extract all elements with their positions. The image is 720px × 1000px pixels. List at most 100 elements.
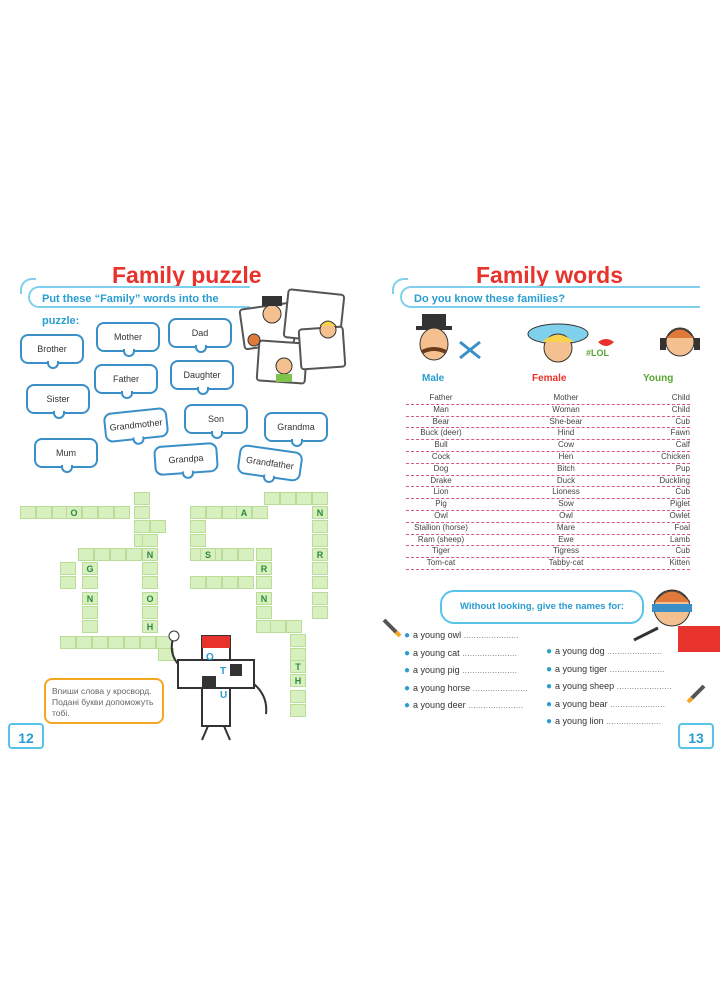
male-word: Bull [434,440,448,450]
question-text: a young sheep [555,681,615,691]
young-word: Duckling [659,475,690,485]
crossword-cell: N [312,506,328,519]
question-text: a young lion [555,716,604,726]
crossword-cell [114,506,130,519]
blindfolded-kid-icon [633,589,720,652]
crossword-cell [286,620,302,633]
crossword-cell [20,506,36,519]
female-word: Hen [558,452,574,461]
answer-blank[interactable]: ...................... [607,698,666,709]
page-number: 13 [678,723,714,749]
crossword-cell: G [82,562,98,575]
puzzle-piece: Grandmother [102,406,170,444]
female-word: Owl [559,511,573,520]
crossword-cell [256,576,272,589]
crossword-cell [312,534,328,547]
male-word: Dog [433,463,449,473]
answer-blank[interactable]: ...................... [603,716,662,726]
male-word: Tom-cat [426,558,456,568]
instruction-bar: Put these “Family” words into the puzzle… [20,278,250,327]
hashtag-lol: #LOL [586,348,610,358]
crossword-cell: R [256,562,272,575]
crossword-cell [60,562,76,575]
crossword-cell [290,690,306,703]
bullet-icon: ● [546,646,553,657]
answer-blank[interactable]: ...................... [614,681,672,691]
family-characters-icon [416,314,700,363]
question-item: ●a young deer ...................... [404,700,523,711]
young-word: Cub [675,416,690,426]
young-word: Child [671,404,690,414]
prompt-bubble: Without looking, give the names for: [440,590,644,624]
crossword-cell [60,576,76,589]
bullet-icon: ● [546,663,553,675]
crossword-cell [312,606,328,619]
crossword-cell [264,492,280,505]
answer-blank[interactable]: ...................... [604,646,663,656]
answer-blank[interactable]: ...................... [459,665,518,675]
crossword-cell [92,636,108,649]
answer-blank[interactable]: ...................... [607,663,665,674]
question-item: ●a young tiger ...................... [546,664,665,675]
robot-letter: O [206,652,214,663]
crossword-cell: T [290,660,306,673]
crossword-cell [142,606,158,619]
question-text: a young pig [413,665,460,675]
robot-letter: U [220,690,228,701]
bullet-icon: ● [404,700,411,711]
young-word: Fawn [670,428,690,438]
young-word: Piglet [669,499,690,509]
female-word: She-bear [549,416,583,426]
crossword-cell: R [312,548,328,561]
question-text: a young horse [413,682,471,693]
crossword-cell [290,634,306,647]
puzzle-piece: Son [184,404,248,439]
right-page: Family words Do you know these families?… [360,0,720,1000]
crossword-cell [296,492,312,505]
female-word: Hind [557,428,575,438]
crossword-robot-icon [168,630,268,741]
crossword-cell [190,520,206,533]
question-text: a young owl [413,630,462,640]
female-word: Tabby-cat [548,558,584,568]
crossword-cell: H [142,620,158,633]
young-word: Calf [675,440,690,450]
answer-blank[interactable]: ...................... [470,682,528,693]
answer-blank[interactable]: ...................... [465,700,524,710]
page-title: Family words [476,262,623,288]
answer-blank[interactable]: ...................... [461,630,519,640]
male-word: Cock [431,452,451,461]
puzzle-piece: Sister [26,384,90,419]
female-word: Mother [553,393,579,402]
answer-blank[interactable]: ...................... [459,647,518,658]
question-text: a young dog [555,646,605,656]
question-item: ●a young horse ...................... [404,683,528,694]
question-item: ●a young owl ...................... [404,630,519,641]
left-page: Family puzzle Put these “Family” words i… [0,0,360,1000]
puzzle-piece: Dad [168,318,232,353]
question-bar: Do you know these families? [392,278,700,308]
crossword-cell [222,576,238,589]
family-photo-puzzle-icon [238,288,347,385]
male-word: Ram (sheep) [417,534,465,544]
crossword-cell [124,636,140,649]
crossword-cell [94,548,110,561]
crossword-cell [60,636,76,649]
question-text: a young cat [413,647,460,658]
crossword-cell [36,506,52,519]
crossword-cell: N [142,548,158,561]
female-word: Cow [557,440,574,450]
puzzle-piece: Mum [34,438,98,473]
crossword-cell [142,562,158,575]
crossword-cell: N [82,592,98,605]
crossword-cell [206,506,222,519]
puzzle-piece: Brother [20,334,84,369]
young-word: Cub [675,546,690,556]
young-word: Owlet [669,511,690,520]
